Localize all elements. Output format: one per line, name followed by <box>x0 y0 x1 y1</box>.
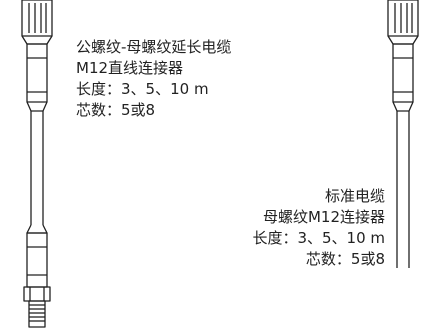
standard-cable-description: 标准电缆 母螺纹M12连接器 长度：3、5、10 m 芯数：5或8 <box>252 186 385 270</box>
standard-cable-connector: 母螺纹M12连接器 <box>262 208 385 226</box>
extension-cable-length: 长度：3、5、10 m <box>76 80 209 98</box>
extension-cable-connector: M12直线连接器 <box>76 59 184 77</box>
extension-cable-cores: 芯数：5或8 <box>76 101 156 119</box>
extension-cable-title: 公螺纹-母螺纹延长电缆 <box>76 38 232 56</box>
standard-cable-jacket <box>396 111 410 268</box>
standard-cable-length: 长度：3、5、10 m <box>252 229 385 247</box>
top-female-connector <box>21 0 53 112</box>
right-female-connector <box>387 0 419 112</box>
extension-cable-description: 公螺纹-母螺纹延长电缆 M12直线连接器 长度：3、5、10 m 芯数：5或8 <box>76 37 231 121</box>
standard-cable-cores: 芯数：5或8 <box>305 250 385 268</box>
standard-cable-title: 标准电缆 <box>324 187 385 205</box>
bottom-male-connector <box>23 224 51 328</box>
extension-cable-jacket <box>30 111 44 225</box>
standard-cable-illustration <box>387 0 419 268</box>
extension-cable-illustration <box>21 0 53 328</box>
